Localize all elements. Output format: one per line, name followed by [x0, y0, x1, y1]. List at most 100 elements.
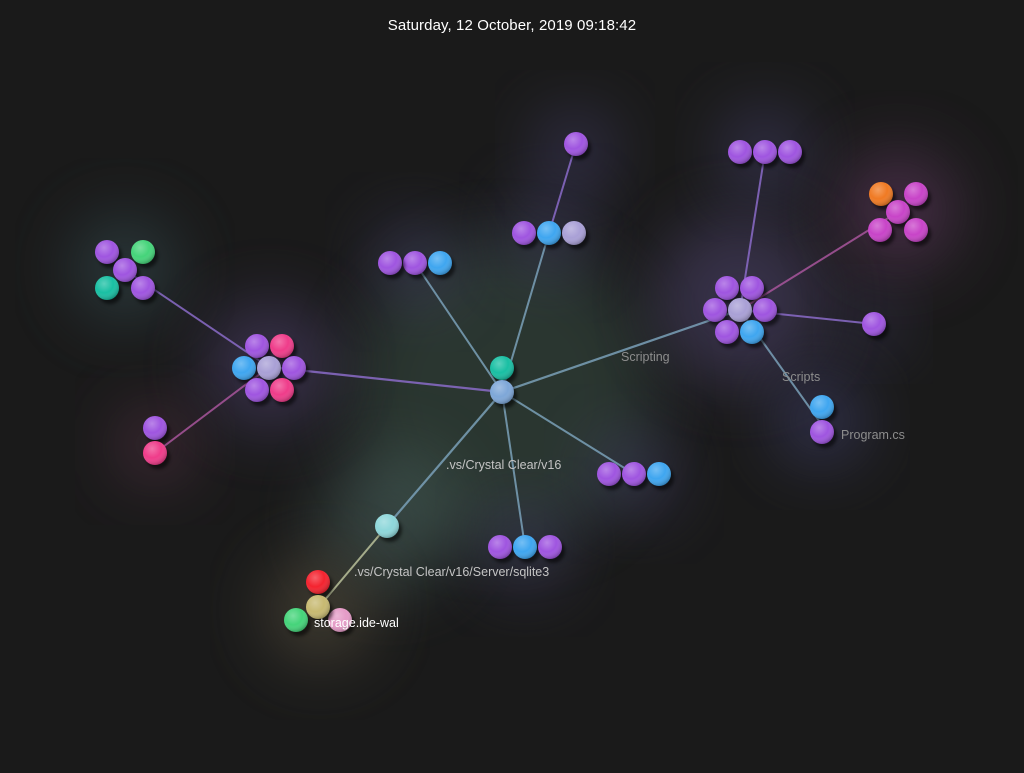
file-node[interactable] [143, 441, 170, 469]
file-node-storage-ide-wal[interactable] [284, 608, 311, 636]
file-node[interactable] [282, 356, 309, 384]
file-node[interactable] [143, 416, 170, 444]
file-node[interactable] [728, 140, 755, 168]
node-shading [886, 200, 910, 224]
file-node[interactable] [131, 276, 158, 304]
file-node[interactable] [869, 182, 896, 210]
file-node[interactable] [513, 535, 540, 563]
graph-edge [501, 391, 526, 548]
node-shading [143, 441, 167, 465]
node-shading [728, 140, 752, 164]
file-node[interactable] [95, 240, 122, 268]
node-shading [375, 514, 399, 538]
file-node[interactable] [488, 535, 515, 563]
node-shading [113, 258, 137, 282]
timestamp: Saturday, 12 October, 2019 09:18:42 [387, 17, 637, 34]
node-shading [282, 356, 306, 380]
file-node[interactable] [753, 140, 780, 168]
node-shading [378, 251, 402, 275]
file-node[interactable] [740, 320, 767, 348]
label-sqlite3-dir[interactable]: .vs/Crystal Clear/v16/Server/sqlite3 [354, 565, 549, 579]
file-node[interactable] [512, 221, 539, 249]
node-shading [537, 221, 561, 245]
file-node[interactable] [306, 570, 333, 598]
file-node[interactable] [904, 182, 931, 210]
node-shading [306, 570, 330, 594]
dir-node[interactable] [562, 221, 589, 249]
dir-node-scripting[interactable] [728, 298, 755, 326]
file-node[interactable] [95, 276, 122, 304]
file-node[interactable] [428, 251, 455, 279]
node-shading [597, 462, 621, 486]
node-shading [328, 608, 352, 632]
file-node[interactable] [597, 462, 624, 490]
node-shading [703, 298, 727, 322]
graph-edge [501, 391, 635, 475]
file-node[interactable] [647, 462, 674, 490]
label-vs-crystal-clear-v16[interactable]: .vs/Crystal Clear/v16 [446, 458, 561, 472]
file-node[interactable] [622, 462, 649, 490]
dir-node-root[interactable] [490, 380, 517, 408]
label-layer: Scripting Scripts Program.cs .vs/Crystal… [314, 350, 905, 630]
file-node[interactable] [378, 251, 405, 279]
label-program-cs[interactable]: Program.cs [841, 428, 905, 442]
node-shading [753, 140, 777, 164]
label-scripting[interactable]: Scripting [621, 350, 670, 364]
file-node[interactable] [131, 240, 158, 268]
node-shading [869, 182, 893, 206]
node-shading [490, 380, 514, 404]
dir-node-sqlite3[interactable] [306, 595, 333, 623]
node-shading [512, 221, 536, 245]
file-node[interactable] [537, 221, 564, 249]
file-node[interactable] [703, 298, 730, 326]
dir-node[interactable] [257, 356, 284, 384]
dir-node-crystal-clear-v16[interactable] [375, 514, 402, 542]
file-node[interactable] [904, 218, 931, 246]
file-node[interactable] [753, 298, 780, 326]
node-shading [284, 608, 308, 632]
file-node[interactable] [810, 395, 837, 423]
file-node[interactable] [868, 218, 895, 246]
node-shading [306, 595, 330, 619]
file-node[interactable] [715, 320, 742, 348]
file-node[interactable] [740, 276, 767, 304]
file-node[interactable] [538, 535, 565, 563]
file-node[interactable] [862, 312, 889, 340]
node-shading [488, 535, 512, 559]
node-shading [904, 182, 928, 206]
node-shading [131, 240, 155, 264]
file-node[interactable] [715, 276, 742, 304]
file-node[interactable] [490, 356, 517, 384]
file-node-program-cs[interactable] [810, 420, 837, 448]
node-shading [904, 218, 928, 242]
dir-node[interactable] [886, 200, 913, 228]
file-node[interactable] [270, 334, 297, 362]
label-storage-ide-wal[interactable]: storage.ide-wal [314, 616, 399, 630]
file-node[interactable] [564, 132, 591, 160]
node-shading [753, 298, 777, 322]
file-node[interactable] [270, 378, 297, 406]
dir-node[interactable] [113, 258, 140, 286]
file-node[interactable] [245, 334, 272, 362]
node-shading [270, 378, 294, 402]
graph-edge [385, 390, 504, 528]
file-node[interactable] [232, 356, 259, 384]
graph-edge [548, 143, 577, 234]
file-node[interactable] [403, 251, 430, 279]
label-scripts[interactable]: Scripts [782, 370, 820, 384]
node-shading [715, 276, 739, 300]
node-shading [513, 535, 537, 559]
file-node[interactable] [328, 608, 355, 636]
node-shading [143, 416, 167, 440]
node-shading [728, 298, 752, 322]
node-shading [562, 221, 586, 245]
file-node[interactable] [778, 140, 805, 168]
file-node[interactable] [245, 378, 272, 406]
node-shading [810, 395, 834, 419]
cluster-glows [70, 107, 958, 665]
node-shading [95, 240, 119, 264]
node-shading [564, 132, 588, 156]
node-shading [862, 312, 886, 336]
